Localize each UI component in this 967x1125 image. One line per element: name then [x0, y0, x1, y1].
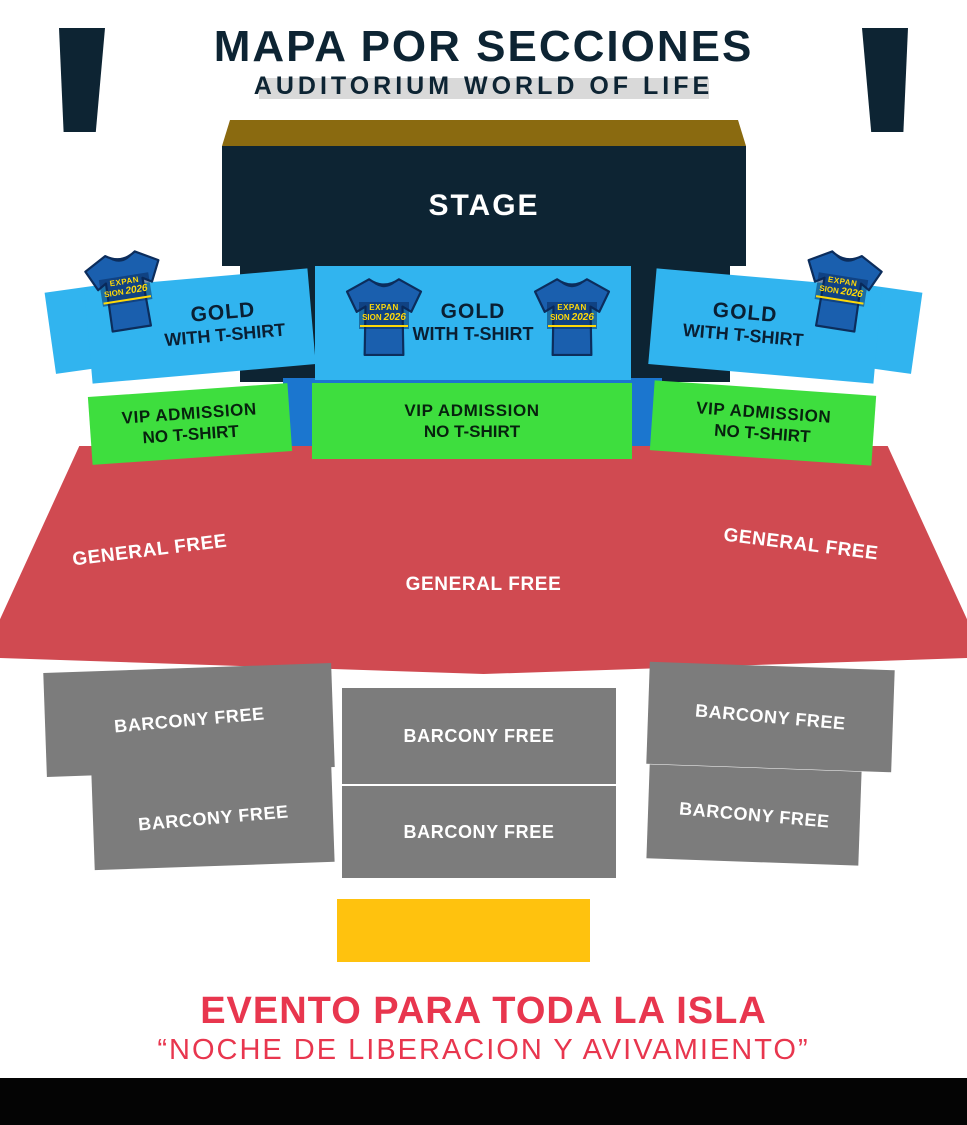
tshirt-logo: EXPAN SION 2026	[359, 301, 409, 330]
vip-admission-label: VIP ADMISSION	[404, 400, 540, 420]
gold-subtitle: WITH T-SHIRT	[163, 319, 287, 351]
balcony-label: BARCONY FREE	[403, 725, 555, 746]
tshirt-logo-year: 2026	[839, 286, 864, 301]
general-free-label-center: GENERAL FREE	[405, 574, 562, 595]
balcony-label: BARCONY FREE	[136, 800, 289, 835]
gold-subtitle: WITH T-SHIRT	[681, 320, 805, 351]
tshirt-logo-bar	[548, 325, 596, 328]
bottom-bar	[0, 1078, 967, 1125]
gold-subtitle: WITH T-SHIRT	[412, 324, 534, 345]
tshirt-logo-line2: SION	[362, 313, 382, 323]
section-balcony-top-center: BARCONY FREE	[342, 688, 616, 784]
tshirt-logo-line2: SION	[818, 284, 840, 297]
balcony-label: BARCONY FREE	[112, 702, 265, 737]
stage-label: STAGE	[428, 189, 540, 222]
gold-title: GOLD	[440, 300, 506, 324]
tshirt-graphic-right: EXPAN SION 2026	[790, 238, 892, 347]
curtain-right	[862, 28, 908, 132]
page-subtitle: AUDITORIUM WORLD OF LIFE	[253, 72, 714, 100]
tshirt-logo-line1: EXPAN	[557, 302, 587, 312]
section-balcony-bottom-left: BARCONY FREE	[91, 765, 335, 871]
tshirt-graphic-left: EXPAN SION 2026	[75, 238, 177, 347]
section-balcony-bottom-center: BARCONY FREE	[342, 786, 616, 878]
section-balcony-bottom-right: BARCONY FREE	[646, 764, 862, 866]
tshirt-logo-bar	[360, 325, 408, 328]
balcony-label: BARCONY FREE	[678, 797, 831, 832]
highlight-block	[337, 899, 590, 962]
general-free-label-left: GENERAL FREE	[71, 530, 229, 571]
section-vip-left: VIP ADMISSION NO T-SHIRT	[87, 383, 293, 465]
balcony-label: BARCONY FREE	[694, 699, 847, 734]
page-title: MAPA POR SECCIONES	[213, 22, 754, 71]
tshirt-logo-year: 2026	[124, 283, 149, 298]
subtitle-band	[258, 78, 709, 99]
tshirt-graphic-center-right: EXPAN SION 2026	[528, 270, 616, 366]
tshirt-logo-line1: EXPAN	[369, 302, 399, 312]
event-title: EVENTO PARA TODA LA ISLA	[200, 990, 767, 1032]
tshirt-logo-line2: SION	[550, 313, 570, 323]
balcony-label: BARCONY FREE	[403, 821, 555, 842]
tshirt-logo-line2: SION	[103, 287, 125, 300]
tshirt-logo-year: 2026	[383, 312, 406, 324]
tshirt-logo-year: 2026	[571, 312, 594, 324]
section-balcony-top-right: BARCONY FREE	[646, 661, 895, 773]
section-vip-center: VIP ADMISSION NO T-SHIRT	[312, 383, 632, 459]
vip-no-tshirt-label: NO T-SHIRT	[423, 422, 521, 441]
event-subtitle: “NOCHE DE LIBERACION Y AVIVAMIENTO”	[157, 1034, 810, 1066]
tshirt-logo: EXPAN SION 2026	[547, 301, 597, 330]
tshirt-graphic-center-left: EXPAN SION 2026	[340, 270, 428, 366]
general-free-label-right: GENERAL FREE	[722, 524, 880, 565]
section-balcony-top-left: BARCONY FREE	[43, 663, 335, 777]
section-general-free: GENERAL FREE GENERAL FREE GENERAL FREE	[0, 446, 967, 674]
stage-canopy-bar	[222, 120, 746, 146]
stage-block: STAGE	[222, 146, 746, 266]
